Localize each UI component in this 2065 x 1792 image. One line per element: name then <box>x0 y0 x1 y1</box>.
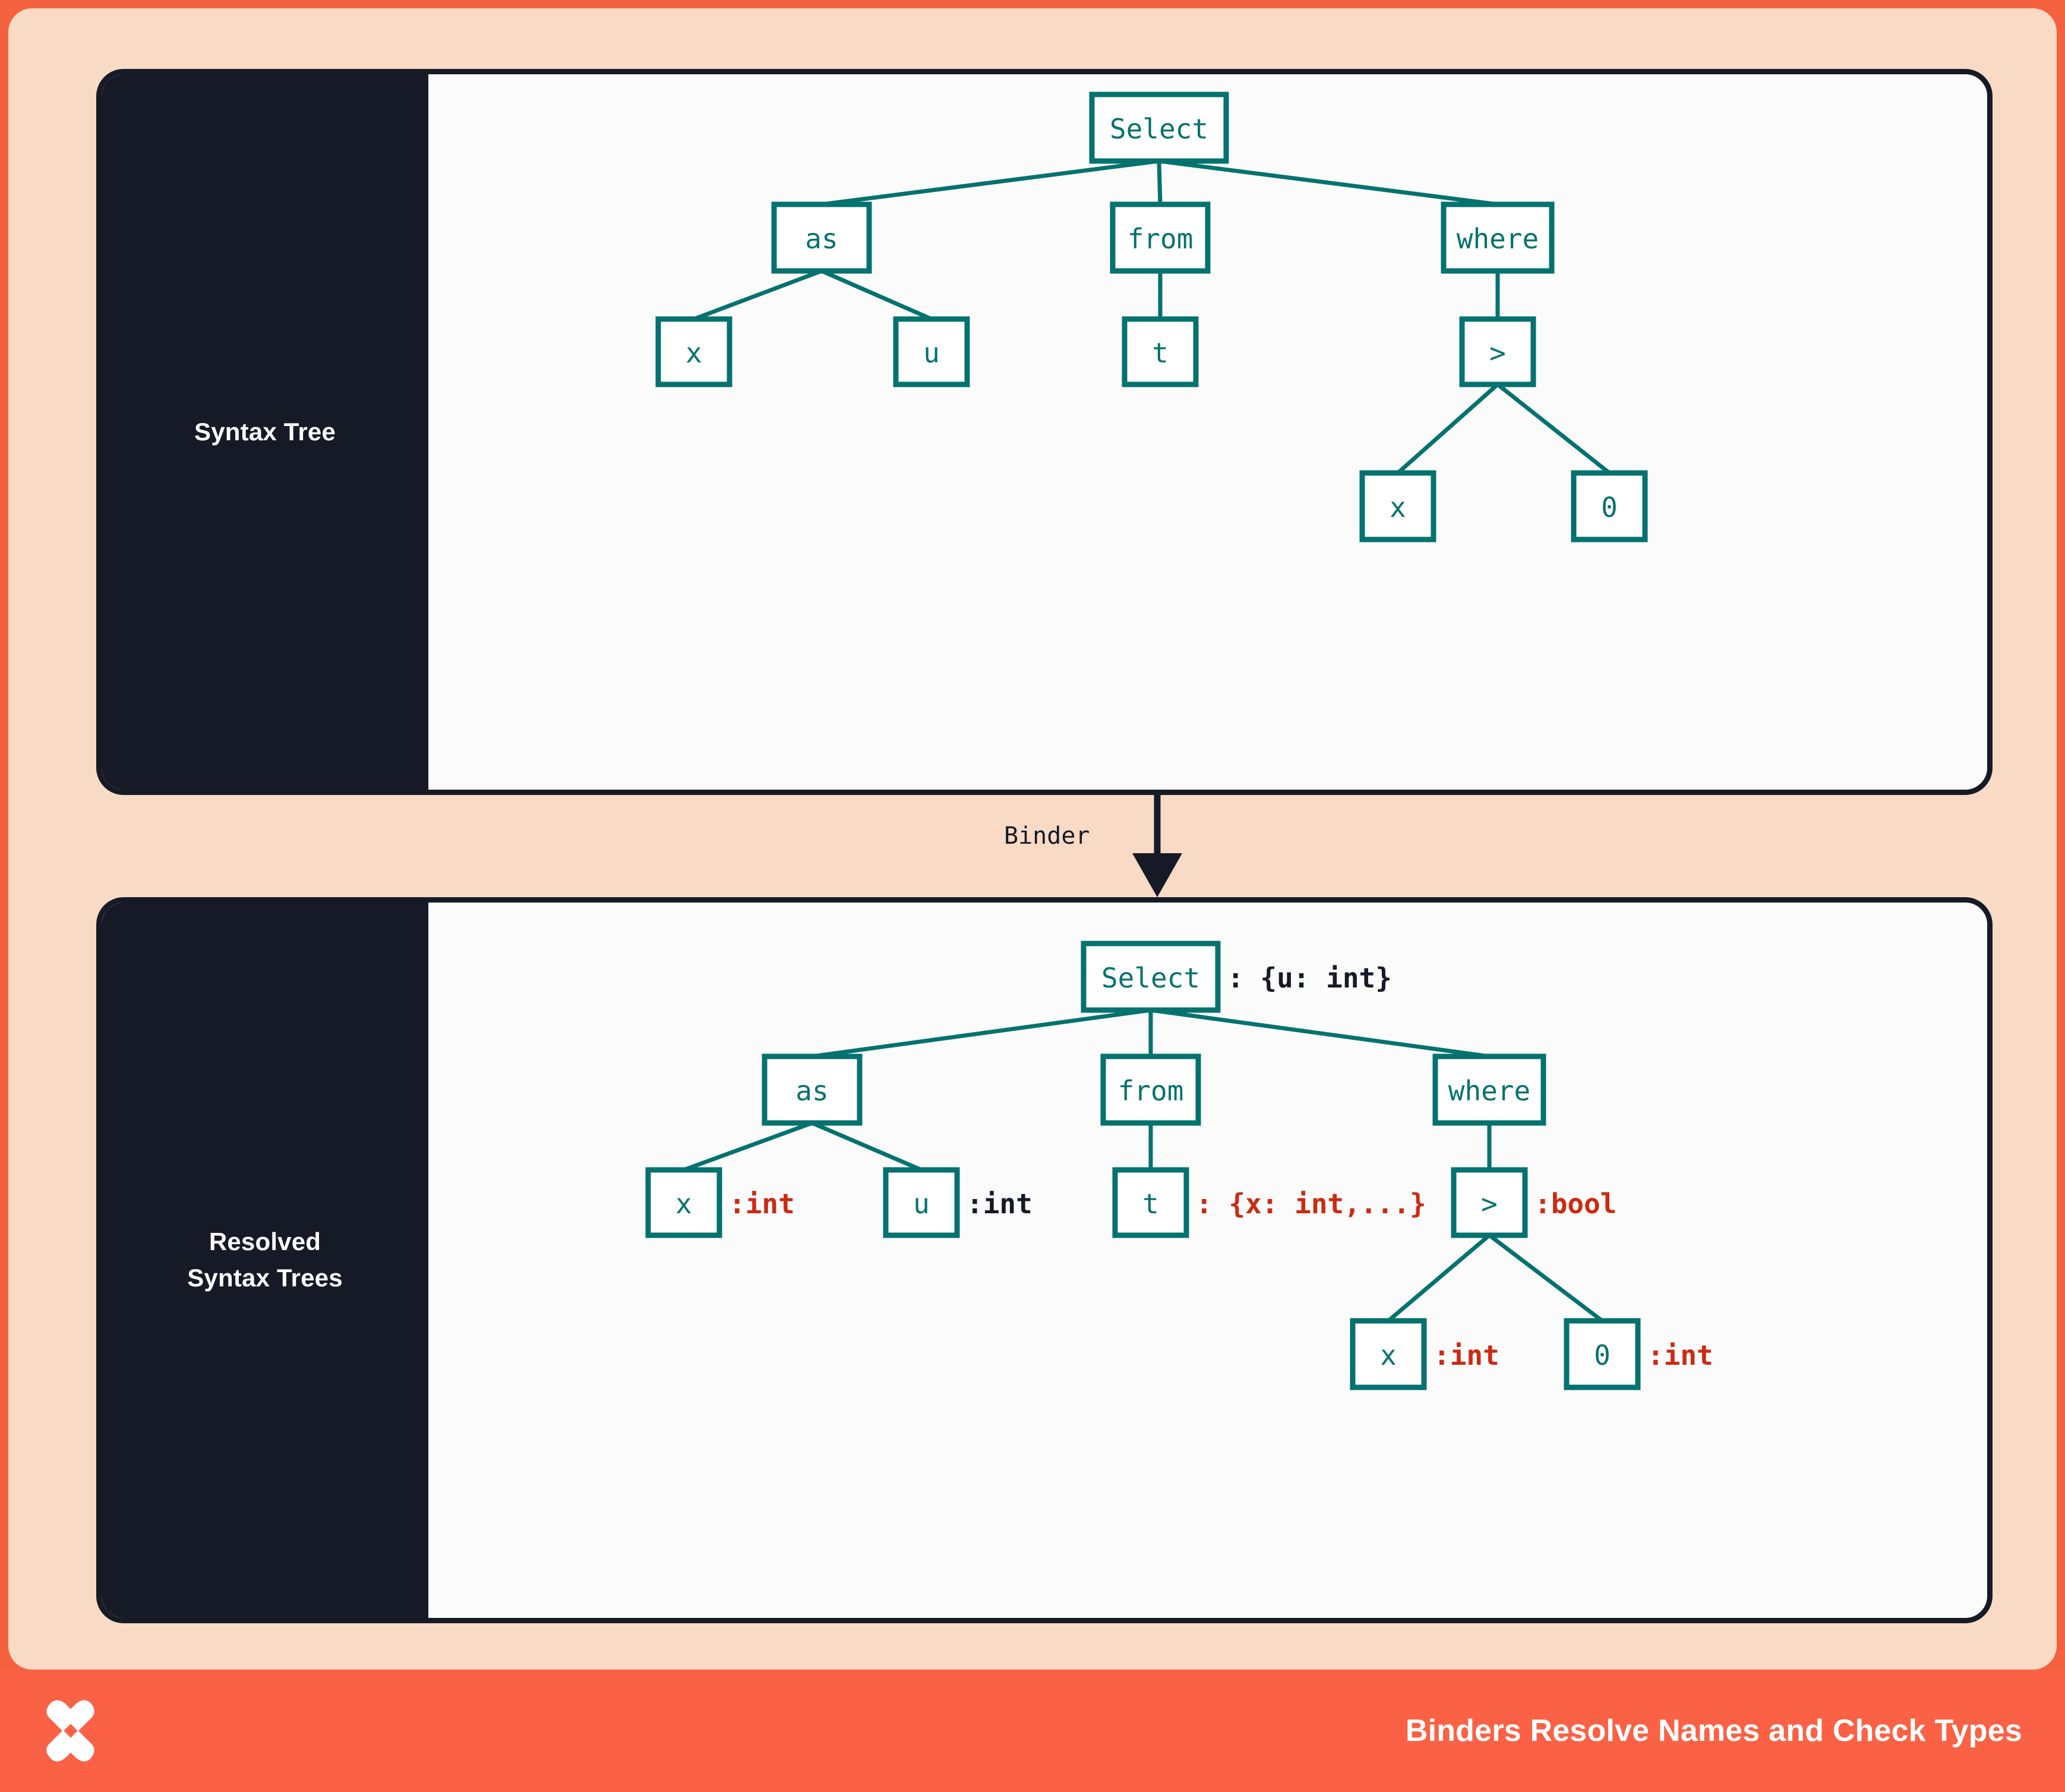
tree-node-box <box>1571 470 1648 542</box>
type-annotation-x1: :int <box>729 1188 795 1220</box>
tree-node-label: x <box>686 337 702 369</box>
tree-node-x1[interactable]: x :int <box>645 1167 795 1238</box>
tree-edge <box>693 269 823 321</box>
tree-edge <box>1488 1233 1604 1323</box>
tree-node-box <box>655 316 732 387</box>
tree-node-box <box>1089 92 1229 164</box>
x-mark-logo-icon <box>46 1700 94 1762</box>
arrow-down-icon <box>1132 853 1182 897</box>
tree-edge <box>1396 383 1499 475</box>
tree-node-box <box>883 1167 960 1238</box>
tree-node-box <box>1459 316 1536 387</box>
tree-node-label: u <box>923 337 940 369</box>
tree-node-label: Select <box>1110 113 1208 145</box>
tree-node-label: from <box>1118 1075 1184 1107</box>
tree-node-label: t <box>1152 337 1169 369</box>
tree-edge <box>1157 160 1163 205</box>
tree-node-select[interactable]: Select : {u: int} <box>1081 941 1392 1013</box>
tree-node-label: x <box>1380 1339 1397 1371</box>
tree-node-label: as <box>805 223 838 255</box>
binder-connector <box>1132 795 1182 897</box>
tree-edge <box>683 1121 813 1172</box>
panel-resolved-syntax-trees: Resolved Syntax Trees Select : {u: int} as… <box>96 897 1993 1623</box>
tree-node-box <box>1441 201 1555 274</box>
tree-node-box <box>1359 470 1436 542</box>
tree-node-box <box>1081 941 1221 1013</box>
tree-node-label: where <box>1448 1075 1530 1107</box>
panel-body-resolved-syntax-trees: Select : {u: int} as from where x :int u :int t : … <box>428 903 1987 1618</box>
tree-node-from[interactable]: from <box>1110 201 1211 274</box>
panel-syntax-tree: Syntax Tree Select as from where x u t > x 0 <box>96 69 1993 795</box>
tree-node-label: t <box>1142 1188 1159 1220</box>
tree-node-gt1[interactable]: > <box>1459 316 1536 387</box>
tree-node-label: x <box>1390 491 1406 523</box>
sidebar-label-resolved-line2: Syntax Trees <box>187 1264 343 1292</box>
resolved-syntax-tree-graph: Select : {u: int} as from where x :int u :int t : … <box>645 941 1713 1390</box>
type-annotation-gt1: :bool <box>1534 1188 1616 1220</box>
tree-node-box <box>1100 1053 1201 1126</box>
tree-node-x2[interactable]: x <box>1359 470 1436 542</box>
tree-edge <box>811 1121 923 1172</box>
footer-bar: Binders Resolve Names and Check Types <box>0 1670 2065 1792</box>
tree-node-label: from <box>1128 223 1193 255</box>
tree-node-as[interactable]: as <box>762 1053 863 1126</box>
tree-node-label: x <box>675 1188 692 1220</box>
tree-node-from[interactable]: from <box>1100 1053 1201 1126</box>
tree-edge <box>1496 383 1611 475</box>
sidebar-label-syntax-tree: Syntax Tree <box>194 417 336 446</box>
panel-body-syntax-tree: Select as from where x u t > x 0 <box>428 74 1987 790</box>
tree-node-t1[interactable]: t : {x: int,...} <box>1112 1167 1426 1238</box>
tree-edge <box>1387 1233 1491 1323</box>
type-annotation-t1: : {x: int,...} <box>1196 1188 1426 1220</box>
sidebar-label-resolved: Resolved Syntax Trees <box>187 1224 343 1296</box>
type-annotation-select: : {u: int} <box>1227 962 1392 994</box>
tree-node-label: > <box>1481 1188 1498 1220</box>
type-annotation-zero1: :int <box>1647 1339 1713 1371</box>
tree-node-t1[interactable]: t <box>1122 316 1199 387</box>
tree-node-box <box>762 1053 863 1126</box>
type-annotation-x2: :int <box>1433 1339 1499 1371</box>
tree-node-label: u <box>913 1188 930 1220</box>
tree-node-box <box>1112 1167 1189 1238</box>
tree-node-as[interactable]: as <box>771 201 872 274</box>
sidebar-syntax-tree: Syntax Tree <box>102 74 428 790</box>
tree-node-box <box>645 1167 722 1238</box>
syntax-tree-graph: Select as from where x u t > x 0 <box>655 92 1648 542</box>
tree-node-box <box>1122 316 1199 387</box>
tree-node-label: 0 <box>1601 491 1618 523</box>
tree-node-box <box>893 316 970 387</box>
tree-node-select[interactable]: Select <box>1089 92 1229 164</box>
tree-node-box <box>1350 1318 1427 1390</box>
sidebar-resolved-syntax-trees: Resolved Syntax Trees <box>102 903 428 1618</box>
diagram-canvas: Syntax Tree Select as from where x u t > x 0 Bind… <box>8 8 2057 1670</box>
footer-caption: Binders Resolve Names and Check Types <box>1405 1714 2022 1748</box>
tree-node-label: as <box>795 1075 828 1107</box>
tree-node-gt1[interactable]: > :bool <box>1451 1167 1616 1238</box>
sidebar-label-resolved-line1: Resolved <box>209 1228 321 1256</box>
tree-node-zero1[interactable]: 0 :int <box>1564 1318 1713 1390</box>
tree-node-box <box>1432 1053 1546 1126</box>
tree-node-x2[interactable]: x :int <box>1350 1318 1499 1390</box>
tree-node-label: 0 <box>1594 1339 1611 1371</box>
tree-node-zero1[interactable]: 0 <box>1571 470 1648 542</box>
tree-edge <box>1158 159 1498 207</box>
tree-node-box <box>1451 1167 1528 1238</box>
binder-label: Binder <box>1004 822 1090 850</box>
tree-node-u1[interactable]: u :int <box>883 1167 1032 1238</box>
tree-edge <box>1150 1008 1490 1059</box>
tree-edge <box>821 159 1160 207</box>
tree-node-box <box>1564 1318 1641 1390</box>
tree-node-label: Select <box>1101 962 1200 994</box>
tree-node-x1[interactable]: x <box>655 316 732 387</box>
tree-edge <box>812 1008 1151 1059</box>
tree-node-box <box>771 201 872 274</box>
tree-node-u1[interactable]: u <box>893 316 970 387</box>
tree-node-label: where <box>1457 223 1539 255</box>
tree-node-where[interactable]: where <box>1432 1053 1546 1126</box>
tree-node-box <box>1110 201 1211 274</box>
tree-edge <box>820 269 933 321</box>
type-annotation-u1: :int <box>967 1188 1032 1220</box>
tree-node-where[interactable]: where <box>1441 201 1555 274</box>
tree-node-label: > <box>1489 337 1506 369</box>
